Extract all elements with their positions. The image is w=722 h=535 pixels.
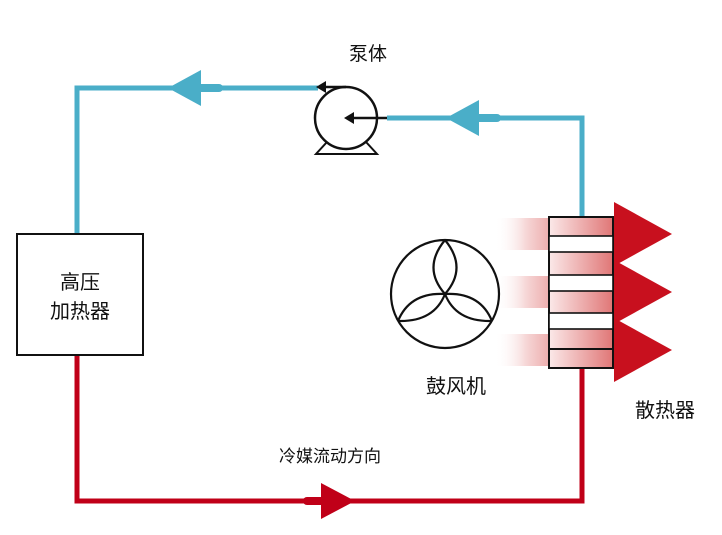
flow-arrow-icon <box>446 100 501 136</box>
flow-arrow-icon <box>303 483 355 519</box>
radiator-label: 散热器 <box>635 398 695 422</box>
pump-icon <box>313 81 387 155</box>
heater-box <box>16 233 144 356</box>
radiator-icon <box>548 216 614 369</box>
flow-arrow-icon <box>168 70 223 106</box>
heater-label-line2: 加热器 <box>50 299 110 323</box>
hot-pipe <box>74 356 585 504</box>
fan-label: 鼓风机 <box>426 374 486 398</box>
cold-pipe <box>74 85 318 233</box>
heater-label-line1: 高压 <box>60 270 100 294</box>
pump-label: 泵体 <box>349 43 387 65</box>
flow-direction-label: 冷媒流动方向 <box>279 447 381 467</box>
cold-pipe-return <box>387 115 585 217</box>
fan-icon <box>389 238 501 350</box>
